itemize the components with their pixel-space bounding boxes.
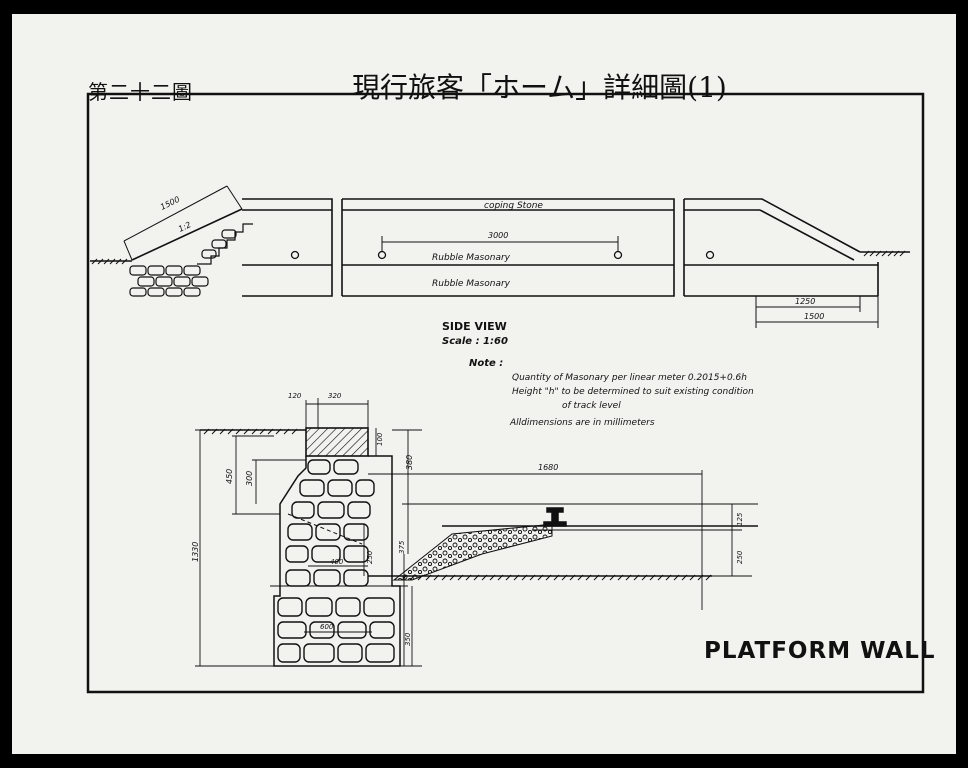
platform-wall-section [195,398,758,667]
dim-1330-label: 1330 [191,542,200,562]
figure-number: 第二十二圖 [88,80,193,104]
note-line-3: of track level [562,401,621,411]
dim-100-label: 100 [376,432,384,446]
dim-320-label: 320 [328,392,342,400]
dim-1680-label: 1680 [538,463,558,472]
platform-wall-caption: PLATFORM WALL [704,638,936,664]
note-line-1: Quantity of Masonary per linear meter 0.… [512,373,747,383]
dim-350-label: 350 [404,632,412,646]
dim-120-label: 120 [288,392,302,400]
note-line-4: Alldimensions are in millimeters [509,418,655,428]
rubble-masonry-upper-label: Rubble Masonary [432,253,511,263]
technical-drawing: coping Stone 3000 Rubble Masonary Rubble… [86,92,925,694]
dim-300-label: 300 [245,471,254,486]
dim-1250-label: 1250 [795,297,815,306]
border-frame [86,92,925,694]
scale-label: Scale : 1:60 [442,336,508,347]
note-line-2: Height "h" to be determined to suit exis… [512,387,754,397]
dim-400-label: 400 [330,558,344,566]
dim-250-wall-label: 250 [366,550,374,564]
dim-380-label: 380 [405,455,414,470]
drawing-title: 現行旅客「ホーム」詳細圖(1) [352,71,727,104]
coping-stone-label: coping Stone [484,201,543,211]
span-3000-label: 3000 [488,231,508,240]
dim-250-ballast-label: 250 [736,550,744,564]
dim-450-label: 450 [225,469,234,484]
drawing-sheet: 第二十二圖 現行旅客「ホーム」詳細圖(1) [12,14,956,754]
dim-125-label: 125 [736,512,744,526]
ramp-length-label: 1500 [159,195,181,212]
rubble-masonry-lower-label: Rubble Masonary [432,279,511,289]
dim-600-label: 600 [320,623,334,631]
dim-1500-label: 1500 [804,312,824,321]
side-view-title: SIDE VIEW [442,320,507,333]
note-heading: Note : [469,358,503,369]
side-view [90,185,910,328]
ramp-slope-label: 1:2 [177,220,193,234]
dim-375-label: 375 [398,540,406,554]
